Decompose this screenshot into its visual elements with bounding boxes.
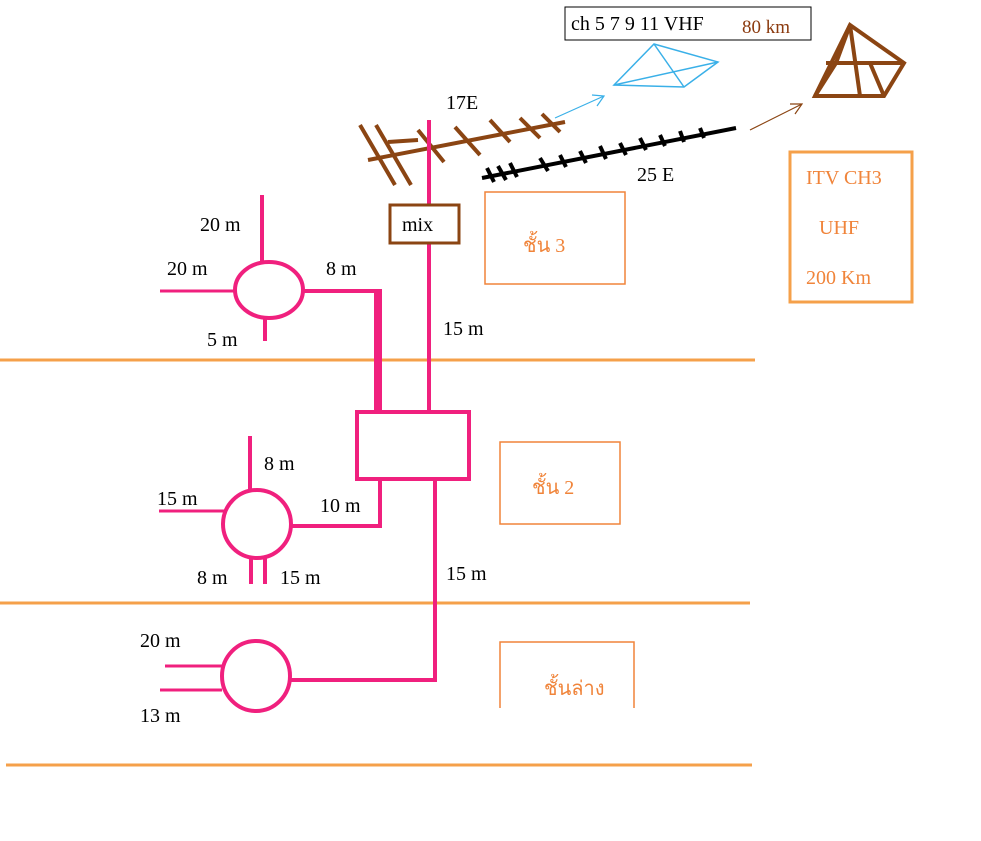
tower-arrow-icon <box>749 103 804 131</box>
floor2-tap <box>221 488 293 560</box>
antenna-25e-label: 25 E <box>637 164 674 186</box>
ground-label: ชั้นล่าง <box>544 674 605 700</box>
vhf-arrow-icon <box>554 94 606 119</box>
f3-to-splitter-cable <box>303 289 382 415</box>
f3-bottom-length: 5 m <box>207 329 238 351</box>
vhf-distance: 80 km <box>742 17 790 38</box>
splitter-box <box>355 410 471 481</box>
vhf-label: ch 5 7 9 11 VHF <box>571 13 704 35</box>
trunk-upper-length: 15 m <box>443 318 484 340</box>
station-line2: UHF <box>819 217 859 239</box>
floor3-tap <box>233 260 305 320</box>
floor2-label: ชั้น 2 <box>532 473 574 499</box>
splitter-to-f2-cable <box>289 479 382 528</box>
trunk-lower-cable <box>290 479 437 682</box>
f2-left-length: 15 m <box>157 488 198 510</box>
g-left-bottom-length: 13 m <box>140 705 181 727</box>
mixer-box <box>388 203 461 245</box>
station-box <box>788 150 914 304</box>
f3-left-length: 20 m <box>167 258 208 280</box>
f2-bottom-right-length: 15 m <box>280 567 321 589</box>
vhf-label-box <box>564 6 812 41</box>
cable-network <box>159 120 471 713</box>
ground-tap <box>220 639 292 713</box>
antenna-17e-label: 17E <box>446 92 478 114</box>
transmitter-tower-icon <box>811 22 907 98</box>
antenna-17e-icon <box>358 112 566 187</box>
floor3-label: ชั้น 3 <box>523 231 565 257</box>
vhf-antenna-icon <box>612 43 720 88</box>
floor2-box <box>499 441 621 525</box>
f2-bottom-left-length: 8 m <box>197 567 228 589</box>
station-line3: 200 Km <box>806 267 871 289</box>
f2-right-length: 10 m <box>320 495 361 517</box>
floor3-box <box>484 191 626 285</box>
f3-right-length: 8 m <box>326 258 357 280</box>
f3-top-length: 20 m <box>200 214 241 236</box>
g-left-top-length: 20 m <box>140 630 181 652</box>
mixer-label: mix <box>402 214 433 236</box>
trunk-lower-length: 15 m <box>446 563 487 585</box>
f2-top-length: 8 m <box>264 453 295 475</box>
ground-box <box>499 641 635 708</box>
antenna-25e-icon <box>481 126 737 183</box>
station-line1: ITV CH3 <box>806 167 882 189</box>
